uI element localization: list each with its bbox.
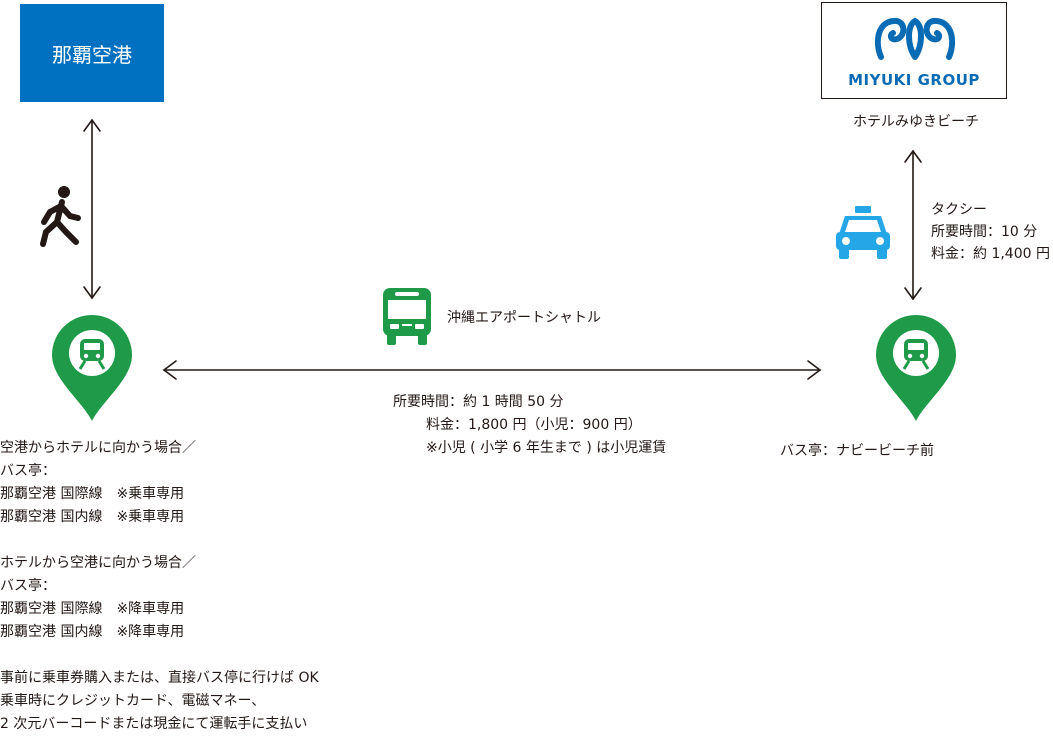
hotel-name: ホテルみゆきビーチ xyxy=(853,114,979,130)
note-line: 那覇空港 国内線 ※降車専用 xyxy=(0,624,185,640)
note-line: バス亭： xyxy=(0,578,56,594)
walking-person-icon xyxy=(40,186,81,247)
taxi-icon xyxy=(836,206,890,259)
airport-name: 那覇空港 xyxy=(52,42,132,67)
note-line: 乗車時にクレジットカード、電磁マネー、 xyxy=(0,693,266,709)
bus-time: 所要時間：約 1 時間 50 分 xyxy=(393,394,564,410)
note-spacer xyxy=(0,644,319,667)
brand-name: MIYUKI GROUP xyxy=(848,71,980,89)
airport-bus-stop-pin-icon xyxy=(52,315,132,421)
miyuki-logo-icon xyxy=(874,17,956,60)
note-line: バス亭： xyxy=(0,463,56,479)
bus-icon xyxy=(383,288,431,345)
airport-label-box: 那覇空港 xyxy=(20,4,164,102)
bus-note: ※小児 ( 小学 6 年生まで ) は小児運賃 xyxy=(426,440,667,456)
taxi-info-line: タクシー xyxy=(931,202,987,218)
taxi-info: タクシー 所要時間：10 分 料金：約 1,400 円 xyxy=(931,199,1050,265)
taxi-info-line: 料金：約 1,400 円 xyxy=(931,246,1050,262)
note-line: 2 次元バーコードまたは現金にて運転手に支払い xyxy=(0,716,308,732)
note-line: 那覇空港 国際線 ※乗車専用 xyxy=(0,486,185,502)
note-line: 空港からホテルに向かう場合／ xyxy=(0,440,196,456)
hotel-stop-label: バス亭：ナビービーチ前 xyxy=(780,443,934,459)
note-line: 那覇空港 国内線 ※乗車専用 xyxy=(0,509,185,525)
hotel-logo-box: MIYUKI GROUP xyxy=(821,2,1007,99)
note-line: 事前に乗車券購入または、直接バス停に行けば OK xyxy=(0,670,319,686)
taxi-info-line: 所要時間：10 分 xyxy=(931,224,1038,240)
bus-fare: 料金：1,800 円（小児：900 円） xyxy=(426,417,642,433)
note-line: ホテルから空港に向かう場合／ xyxy=(0,555,196,571)
note-spacer xyxy=(0,529,319,552)
hotel-bus-stop-pin-icon xyxy=(876,315,956,421)
bus-name: 沖縄エアポートシャトル xyxy=(447,310,601,326)
airport-notes: 空港からホテルに向かう場合／ バス亭： 那覇空港 国際線 ※乗車専用 那覇空港 … xyxy=(0,437,319,736)
note-line: 那覇空港 国際線 ※降車専用 xyxy=(0,601,185,617)
